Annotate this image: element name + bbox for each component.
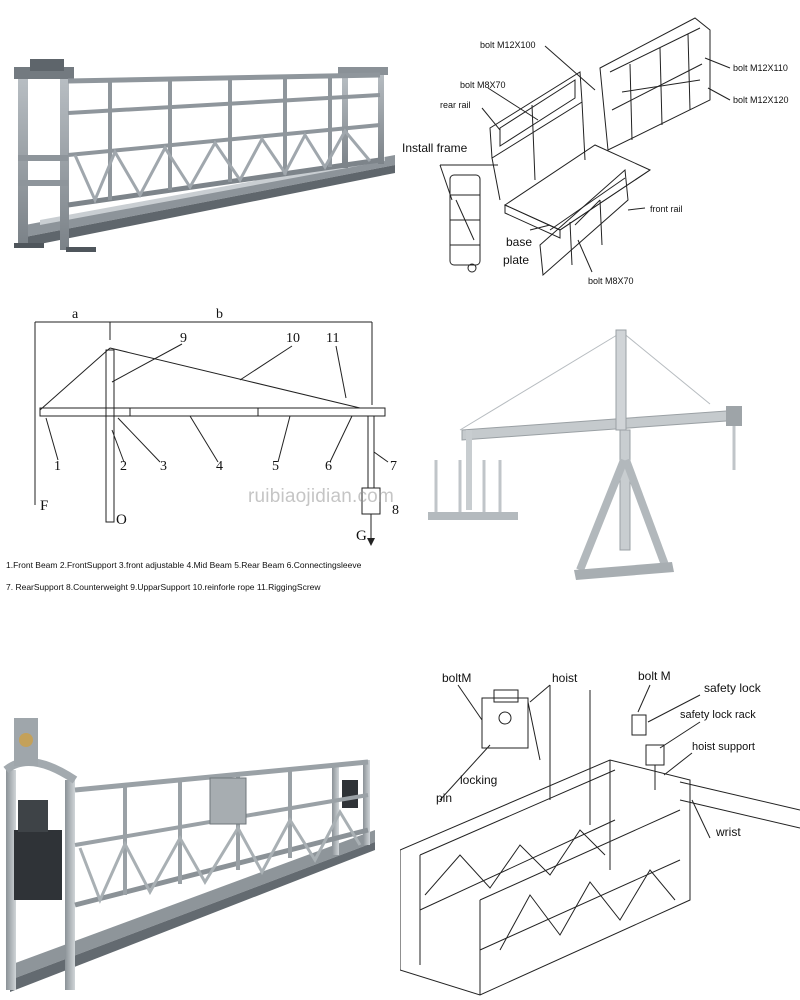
watermark-text: ruibiaojidian.com [248,486,394,507]
label-locking: locking [460,773,497,787]
callout-7: 7 [390,459,397,474]
label-safety-lock: safety lock [704,681,762,695]
label-hoist-support: hoist support [692,741,755,753]
label-plate: plate [503,253,529,267]
callout-8: 8 [392,503,399,518]
dim-a: a [72,307,79,322]
label-front-rail: front rail [650,204,683,214]
dim-b: b [216,307,223,322]
label-bolt-m12x100: bolt M12X100 [480,40,536,50]
platform-with-hoist-photo [0,700,400,1000]
callout-3: 3 [160,459,167,474]
exploded-assembly-drawing: bolt M12X100 bolt M8X70 rear rail Instal… [400,0,800,300]
suspension-mechanism-photo [400,320,800,600]
label-bolt-m-right: bolt M [638,669,671,683]
callout-4: 4 [216,459,223,474]
suspension-mechanism-diagram: a b 1 2 3 4 5 6 7 8 9 10 11 F O G 1.Fron… [0,300,400,600]
letter-o: O [116,512,127,528]
callout-11: 11 [326,331,339,346]
label-install-frame: Install frame [402,141,468,155]
label-bolt-m12x110: bolt M12X110 [733,63,788,73]
label-base: base [506,235,532,249]
callout-5: 5 [272,459,279,474]
platform-detail-drawing: boltM hoist bolt M safety lock safety lo… [400,650,800,1000]
label-safety-lock-rack: safety lock rack [680,709,756,721]
label-bolt-m12x120: bolt M12X120 [733,95,789,105]
letter-f: F [40,498,48,514]
callout-9: 9 [180,331,187,346]
label-rear-rail: rear rail [440,100,471,110]
label-pin: pin [436,791,452,805]
platform-photo-top [0,55,400,265]
label-hoist: hoist [552,671,578,685]
label-bolt-m8x70-bottom: bolt M8X70 [588,276,634,286]
callout-2: 2 [120,459,127,474]
callout-10: 10 [286,331,300,346]
label-wrist: wrist [715,825,741,839]
letter-g: G [356,528,367,544]
legend-line-1: 1.Front Beam 2.FrontSupport 3.front adju… [6,560,362,570]
label-bolt-m-left: boltM [442,671,471,685]
callout-6: 6 [325,459,332,474]
callout-1: 1 [54,459,61,474]
label-bolt-m8x70-top: bolt M8X70 [460,80,506,90]
legend-line-2: 7. RearSupport 8.Counterweight 9.UpparSu… [6,582,321,592]
